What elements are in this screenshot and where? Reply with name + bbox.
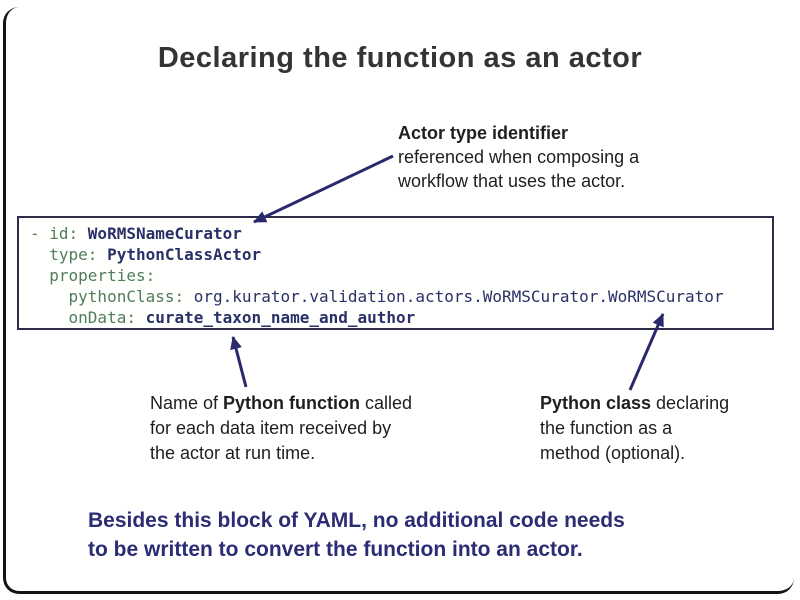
annotation-python-function-bold: Python function [223,393,361,413]
yaml-code-block: - id: WoRMSNameCurator type: PythonClass… [17,216,774,330]
annotation-actor-type: Actor type identifier referenced when co… [398,121,639,193]
annotation-actor-type-line3: workflow that uses the actor. [398,171,626,191]
yaml-code-lines: - id: WoRMSNameCurator type: PythonClass… [30,223,772,328]
annotation-python-class-line3: method (optional). [540,443,686,463]
yaml-code-line: properties: [30,266,156,285]
footer-statement-line1: Besides this block of YAML, no additiona… [88,509,625,532]
annotation-python-class-line2: the function as a [540,418,673,438]
annotation-python-function-line3: the actor at run time. [150,443,316,463]
yaml-code-line: pythonClass: org.kurator.validation.acto… [30,287,724,306]
annotation-python-class-suffix: declaring [651,393,730,413]
yaml-code-line: onData: curate_taxon_name_and_author [30,308,416,327]
annotation-python-class-line1: Python class declaring [540,391,729,416]
annotation-actor-type-heading: Actor type identifier [398,123,569,143]
arrow-actor-type-icon [253,154,394,224]
annotation-python-function: Name of Python function called for each … [150,391,412,466]
annotation-python-class: Python class declaring the function as a… [540,391,729,466]
footer-statement-line2: to be written to convert the function in… [88,538,583,561]
annotation-python-function-line2: for each data item received by [150,418,392,438]
annotation-python-function-suffix: called [360,393,413,413]
footer-statement: Besides this block of YAML, no additiona… [88,506,625,564]
annotation-actor-type-line2: referenced when composing a [398,147,640,167]
arrow-on-data-icon [230,336,248,388]
annotation-python-function-line1: Name of Python function called [150,391,412,416]
annotation-python-class-bold: Python class [540,393,652,413]
yaml-code-line: - id: WoRMSNameCurator [30,224,242,243]
annotation-python-function-prefix: Name of [150,393,224,413]
yaml-code-line: type: PythonClassActor [30,245,262,264]
page-title: Declaring the function as an actor [157,42,643,74]
